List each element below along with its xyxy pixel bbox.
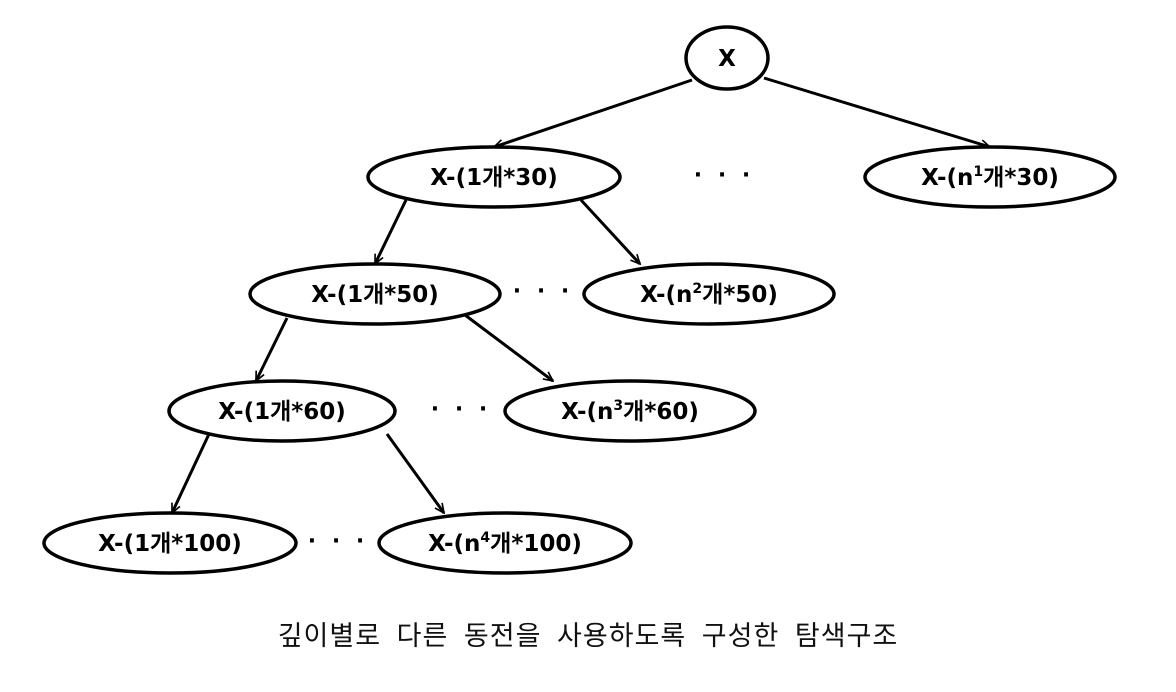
node-root-label: X bbox=[718, 46, 736, 72]
node-d2-first: X-(1개*50) bbox=[248, 262, 502, 326]
node-d1-first: X-(1개*30) bbox=[366, 145, 622, 209]
edge-d3-first-to-d4-first bbox=[170, 433, 211, 513]
edge-d3-first-to-d4-last bbox=[385, 433, 446, 513]
nodes-layer: XX-(1개*30)X-(n1개*30)X-(1개*50)X-(n2개*50)X… bbox=[42, 25, 1117, 575]
node-d2-first-label-part-0: X-(1개*50) bbox=[311, 282, 439, 308]
node-root: X bbox=[684, 25, 770, 91]
node-d2-first-ellipse bbox=[248, 262, 502, 326]
node-d4-first-ellipse bbox=[42, 511, 298, 575]
ellipsis-depth-2: · · · bbox=[513, 279, 573, 304]
node-d4-last-ellipse bbox=[377, 511, 633, 575]
node-d3-first-ellipse bbox=[167, 379, 397, 443]
ellipsis-layer: · · · · · · · · · · · · bbox=[308, 163, 754, 554]
node-d4-last-label-part-0: X-(n bbox=[428, 531, 480, 557]
node-d3-last-label-part-0: X-(n bbox=[561, 399, 613, 425]
node-d1-first-ellipse bbox=[366, 145, 622, 209]
node-d1-last: X-(n1개*30) bbox=[863, 145, 1117, 209]
node-d1-last-label-part-0: X-(n bbox=[921, 165, 973, 191]
node-d3-first-label: X-(1개*60) bbox=[218, 399, 346, 425]
node-d4-first-label-part-0: X-(1개*100) bbox=[98, 531, 242, 557]
node-d2-last-ellipse bbox=[582, 262, 836, 326]
node-d3-last-ellipse bbox=[503, 379, 757, 443]
node-d3-last-label: X-(n3개*60) bbox=[561, 398, 699, 425]
node-root-ellipse bbox=[684, 25, 770, 91]
node-d1-last-label-part-1: 1 bbox=[973, 164, 983, 180]
node-d4-last-label: X-(n4개*100) bbox=[428, 530, 582, 557]
edge-root-to-d1-first bbox=[494, 78, 693, 147]
node-d2-last: X-(n2개*50) bbox=[582, 262, 836, 326]
ellipsis-depth-3: · · · bbox=[431, 397, 491, 422]
node-d2-last-label: X-(n2개*50) bbox=[640, 281, 778, 308]
ellipsis-depth-1: · · · bbox=[694, 163, 754, 188]
node-d1-first-label: X-(1개*30) bbox=[430, 165, 558, 191]
node-d3-last-label-part-1: 3 bbox=[613, 398, 623, 414]
node-d3-last: X-(n3개*60) bbox=[503, 379, 757, 443]
node-d3-first-label-part-0: X-(1개*60) bbox=[218, 399, 346, 425]
node-d2-last-label-part-2: 개*50) bbox=[702, 282, 778, 308]
node-d3-last-label-part-2: 개*60) bbox=[623, 399, 699, 425]
diagram-caption: 깊이별로 다른 동전을 사용하도록 구성한 탐색구조 bbox=[277, 621, 899, 652]
node-d2-last-label-part-0: X-(n bbox=[640, 282, 692, 308]
edge-d1-first-to-d2-last bbox=[579, 198, 640, 264]
edge-d2-first-to-d3-last bbox=[464, 313, 553, 383]
node-d1-last-label: X-(n1개*30) bbox=[921, 164, 1059, 191]
node-d2-first-label: X-(1개*50) bbox=[311, 282, 439, 308]
node-d4-first-label: X-(1개*100) bbox=[98, 531, 242, 557]
node-d1-first-label-part-0: X-(1개*30) bbox=[430, 165, 558, 191]
node-d1-last-ellipse bbox=[863, 145, 1117, 209]
node-d4-first: X-(1개*100) bbox=[42, 511, 298, 575]
edge-d1-first-to-d2-first bbox=[373, 199, 408, 264]
edge-d2-first-to-d3-first bbox=[254, 317, 289, 381]
node-d2-last-label-part-1: 2 bbox=[692, 281, 702, 297]
node-d3-first: X-(1개*60) bbox=[167, 379, 397, 443]
node-d4-last-label-part-2: 개*100) bbox=[490, 531, 582, 557]
ellipsis-depth-4: · · · bbox=[308, 529, 368, 554]
node-d4-last-label-part-1: 4 bbox=[480, 530, 490, 546]
search-tree-diagram: · · · · · · · · · · · · XX-(1개*30)X-(n1개… bbox=[42, 25, 1117, 575]
edges-layer bbox=[170, 76, 990, 513]
edge-root-to-d1-last bbox=[763, 76, 990, 147]
node-d4-last: X-(n4개*100) bbox=[377, 511, 633, 575]
node-d1-last-label-part-2: 개*30) bbox=[983, 165, 1059, 191]
node-root-label-part-0: X bbox=[718, 46, 736, 72]
